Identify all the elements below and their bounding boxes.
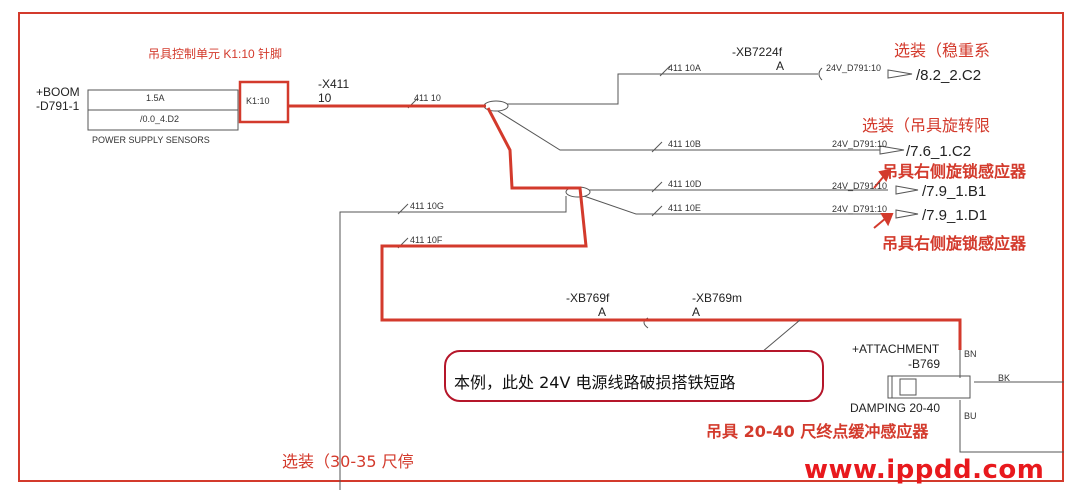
drawing-frame [18, 12, 1064, 482]
xb7224-label: -XB7224f [732, 45, 783, 59]
fault-callout [444, 350, 824, 402]
signal-label-3: 24V_D791:10 [832, 181, 888, 191]
attachment-label: +ATTACHMENT [852, 342, 940, 356]
xb769m-label: -XB769m [692, 291, 743, 305]
ref-1: /8.2_2.C2 [916, 67, 982, 84]
wire-main-tag: 411 10 [414, 93, 441, 103]
wire-color-bu: BU [964, 411, 977, 421]
wire-411-10A [502, 73, 818, 105]
wire-d-tag: 411 10D [668, 179, 702, 189]
option-label-2: 选装（吊具旋转限 [862, 116, 991, 135]
wire-411-10B [495, 109, 880, 151]
fault-callout-text: 本例，此处 24V 电源线路破损搭铁短路 [454, 373, 736, 392]
boom-id-label: -D791-1 [36, 99, 80, 113]
wire-color-bn: BN [964, 349, 977, 359]
controller-title: 吊具控制单元 K1:10 针脚 [148, 47, 283, 61]
buffer-sensor-label: 吊具 20-40 尺终点缓冲感应器 [706, 422, 929, 441]
watermark: www.ippdd.com [804, 455, 1045, 485]
signal-label-1: 24V_D791:10 [826, 63, 882, 73]
option-label-1: 选装（稳重系 [894, 41, 991, 60]
wire-a-tag: 411 10A [668, 63, 701, 73]
ref-2: /7.6_1.C2 [906, 143, 972, 160]
wire-b-tag: 411 10B [668, 139, 701, 149]
damping-label: DAMPING 20-40 [850, 401, 941, 415]
short-circuit-path [380, 107, 962, 350]
twistlock-sensor-label-1: 吊具右侧旋锁感应器 [882, 162, 1027, 181]
wire-f-tag: 411 10F [410, 235, 443, 245]
sensor-id-label: -B769 [908, 357, 941, 371]
xb769f-pin: A [598, 305, 607, 319]
ref-3: /7.9_1.B1 [922, 183, 987, 200]
connector-label: -X411 [318, 77, 350, 91]
xb7224-pin: A [776, 59, 785, 73]
wire-g-tag: 411 10G [410, 201, 444, 211]
connector-pin: 10 [318, 91, 332, 105]
pin-highlight-box [238, 80, 290, 124]
wire-e-tag: 411 10E [668, 203, 701, 213]
xb769f-label: -XB769f [566, 291, 610, 305]
option-label-3: 选装（30-35 尺停 [282, 452, 414, 471]
ref-4: /7.9_1.D1 [922, 207, 988, 224]
fuse-rating: 1.5A [146, 93, 165, 103]
signal-label-2: 24V_D791:10 [832, 139, 888, 149]
sensor-body [887, 375, 971, 399]
twistlock-sensor-label-2: 吊具右侧旋锁感应器 [882, 234, 1027, 253]
xb769m-pin: A [692, 305, 701, 319]
fuse-ref: /0.0_4.D2 [140, 114, 180, 124]
boom-label: +BOOM [36, 85, 80, 99]
wire-color-bk: BK [998, 373, 1011, 383]
wire-411-10G [339, 196, 567, 490]
signal-label-4: 24V_D791:10 [832, 204, 888, 214]
wire-411-10E [577, 193, 888, 215]
pin-label: K1:10 [246, 96, 270, 106]
power-supply-label: POWER SUPPLY SENSORS [92, 135, 210, 145]
